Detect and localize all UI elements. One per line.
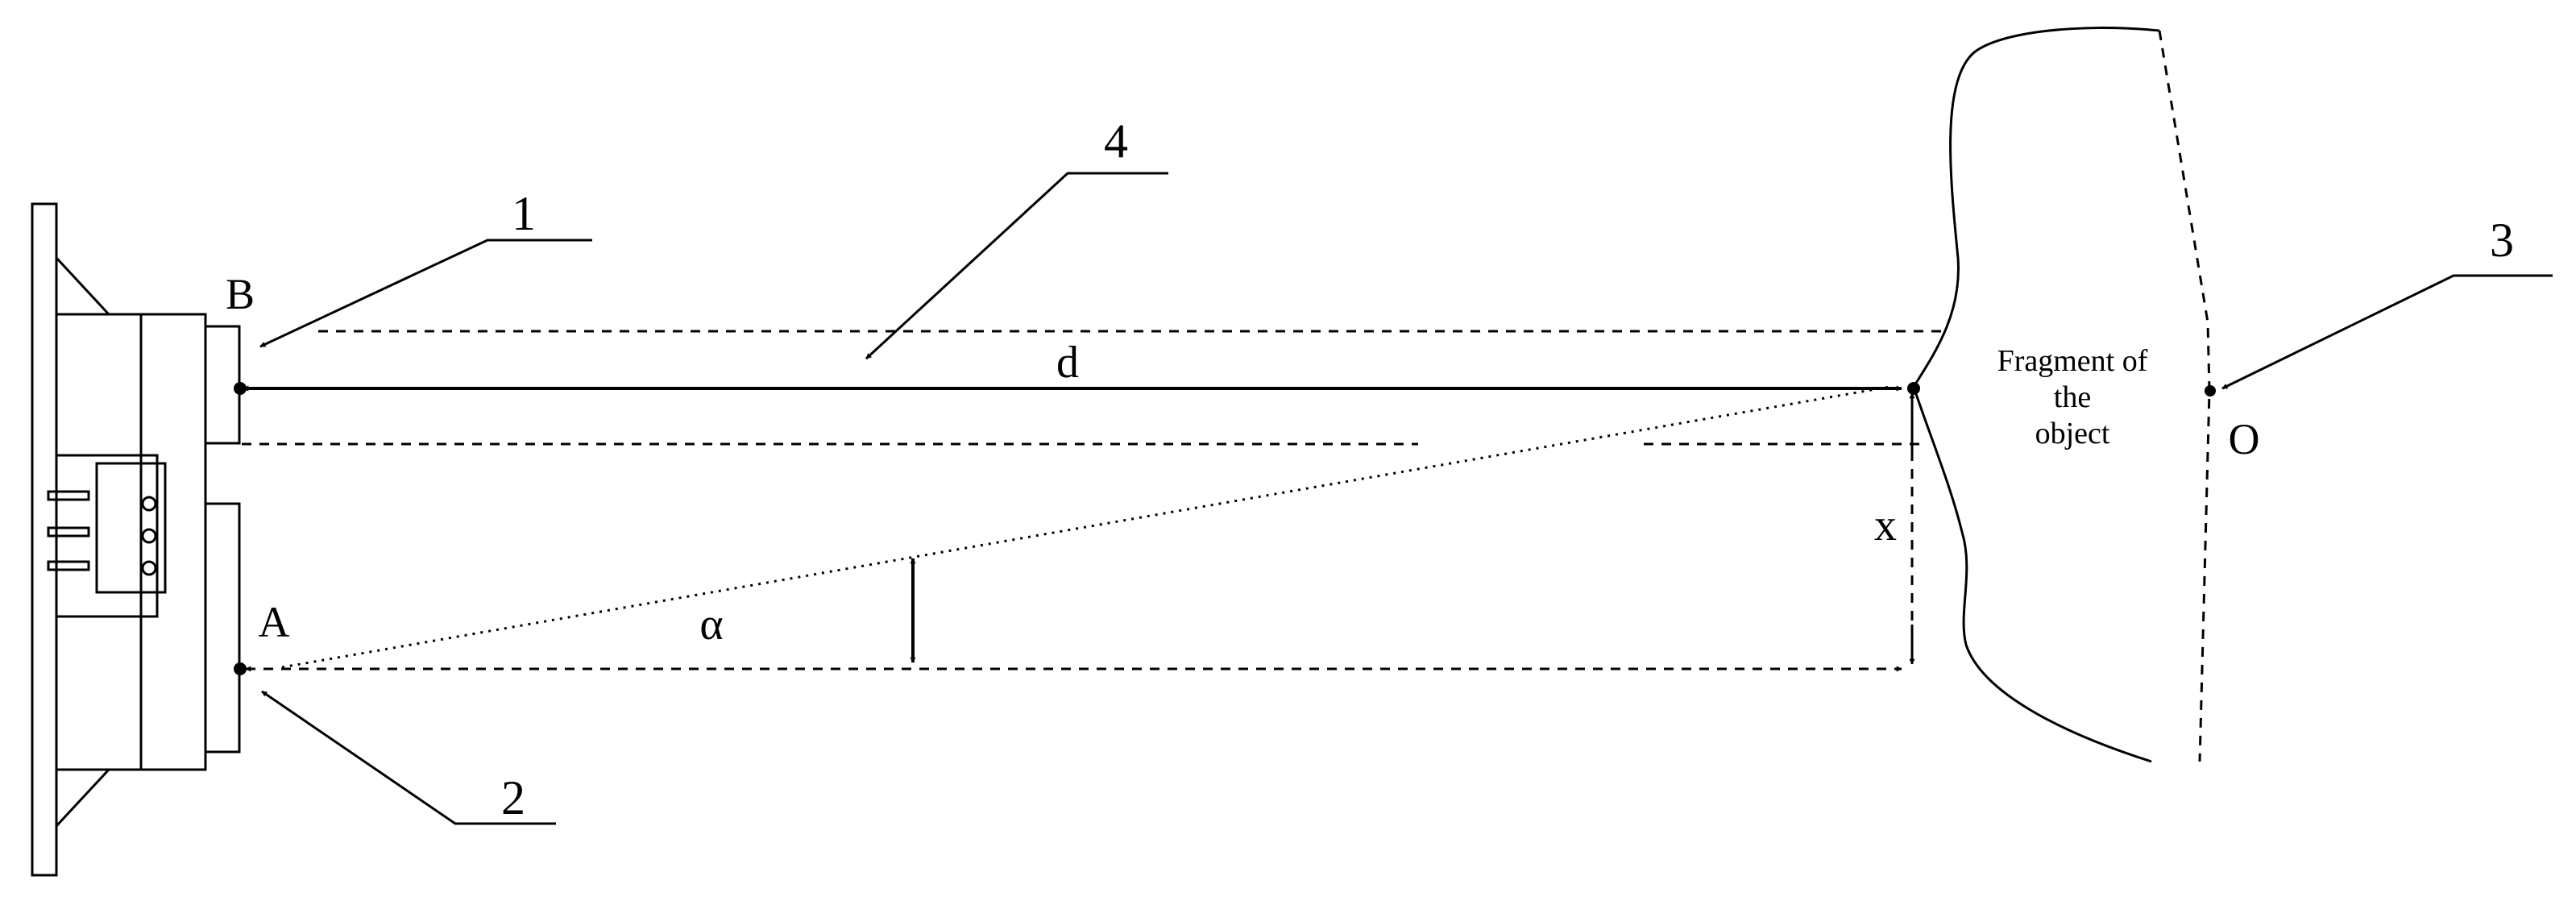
connector-pin (47, 526, 90, 538)
point-b-dot (234, 382, 247, 395)
angle-alpha-label: α (699, 600, 723, 650)
point-b-label: B (226, 270, 255, 318)
connector-hole (141, 528, 157, 544)
callout-3-leader (2221, 274, 2553, 390)
object-label-line-1: Fragment of (1997, 344, 2148, 378)
reflected-beam (281, 385, 1890, 669)
point-o-dot (2205, 385, 2216, 396)
callout-4-number: 4 (1104, 114, 1128, 168)
lower-bracket (55, 768, 110, 829)
callout-leaders (259, 172, 2553, 825)
connector-hole (141, 560, 157, 576)
callout-1-number: 1 (512, 187, 536, 240)
point-a-dot (234, 662, 247, 675)
connector-hole (141, 496, 157, 512)
object-dashed-edge (2158, 30, 2211, 762)
mounting-flange (31, 202, 58, 877)
emitter-lens (204, 325, 241, 445)
callout-1-leader (259, 239, 592, 348)
callout-2-number: 2 (501, 771, 525, 824)
distance-d-label: d (1056, 338, 1079, 388)
offset-x-label: x (1874, 500, 1897, 550)
object-label-line-2: the (2054, 380, 2091, 414)
connector-inner (95, 462, 167, 594)
object-label-line-3: object (2035, 417, 2110, 450)
upper-bracket (55, 255, 110, 316)
point-o-label: O (2229, 415, 2260, 463)
labels: 1 2 3 4 B A O d x α Fragment of the obje… (226, 114, 2514, 824)
sensor-device (31, 202, 241, 877)
callout-4-leader (865, 172, 1168, 360)
callout-3-number: 3 (2490, 214, 2514, 267)
point-a-label: A (259, 598, 290, 646)
guide-lines (242, 330, 1946, 625)
receiver-lens (204, 502, 241, 753)
reflection-point-dot (1907, 382, 1920, 395)
object-outline (1912, 27, 2160, 763)
connector-pin (47, 560, 90, 571)
callout-2-leader (261, 690, 556, 825)
sensor-body (55, 313, 207, 771)
connector-pin (47, 490, 90, 501)
